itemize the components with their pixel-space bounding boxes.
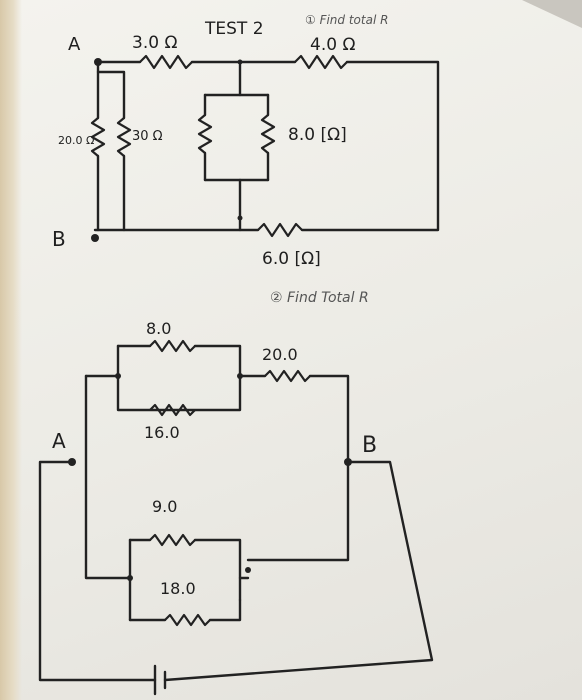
wire [163, 460, 434, 682]
resistor-4-ohm [294, 54, 348, 70]
resistor-30-ohm [116, 117, 132, 157]
resistor-16 [149, 403, 196, 417]
resistor-20 [264, 369, 311, 383]
wire [116, 344, 242, 412]
label-20-ohm: 20.0 Ω [58, 134, 94, 147]
label-8: 8.0 [146, 319, 171, 338]
resistor-8-ohm-a [197, 114, 213, 154]
label-18: 18.0 [160, 579, 196, 598]
resistor-6-ohm [257, 222, 303, 238]
resistor-18 [164, 613, 211, 627]
label-6-ohm: 6.0 [Ω] [262, 249, 321, 269]
wire [38, 460, 157, 682]
node-a-dot [94, 58, 102, 66]
circuit-2-node-b: B [362, 433, 377, 458]
resistor-3-ohm [139, 54, 193, 70]
label-16: 16.0 [144, 423, 180, 442]
label-3-ohm: 3.0 Ω [132, 33, 177, 53]
task-1-label: ① Find total R [305, 13, 388, 27]
junction-dot [237, 215, 243, 221]
junction-dot [245, 567, 251, 573]
resistor-8 [149, 339, 196, 353]
page-corner [522, 0, 582, 28]
wire [193, 538, 242, 602]
resistor-20-ohm [90, 117, 106, 157]
junction-dot [127, 575, 133, 581]
wire [193, 344, 242, 378]
wire [246, 460, 350, 562]
node-b-dot [344, 458, 352, 466]
paper-binding-edge [0, 0, 22, 700]
circuit-1-node-b: B [52, 227, 66, 251]
circuit-2: A B 8.0 16.0 20.0 9.0 18.0 [38, 319, 434, 696]
wire [96, 70, 126, 120]
circuit-1-node-a: A [68, 34, 81, 55]
junction-dot [237, 373, 243, 379]
wire [208, 598, 242, 622]
label-9: 9.0 [152, 497, 177, 516]
node-a-dot [68, 458, 76, 466]
junction-dot [115, 373, 121, 379]
circuit-1: A B 3.0 Ω 4.0 Ω 20.0 Ω 30 Ω 8.0 [Ω] 6.0 … [52, 33, 440, 269]
node-b-dot [91, 234, 99, 242]
resistor-9 [149, 533, 196, 547]
label-20: 20.0 [262, 345, 298, 364]
wire [84, 374, 132, 580]
label-8-ohm: 8.0 [Ω] [288, 125, 347, 145]
test-title: TEST 2 [204, 19, 264, 39]
label-4-ohm: 4.0 Ω [310, 35, 355, 55]
task-2-label: ② Find Total R [270, 290, 369, 306]
wire [308, 374, 350, 464]
label-30-ohm: 30 Ω [132, 129, 163, 144]
junction-dot [237, 59, 243, 65]
circuit-2-node-a: A [52, 429, 66, 453]
resistor-8-ohm-b [260, 114, 276, 154]
wire [300, 60, 440, 232]
